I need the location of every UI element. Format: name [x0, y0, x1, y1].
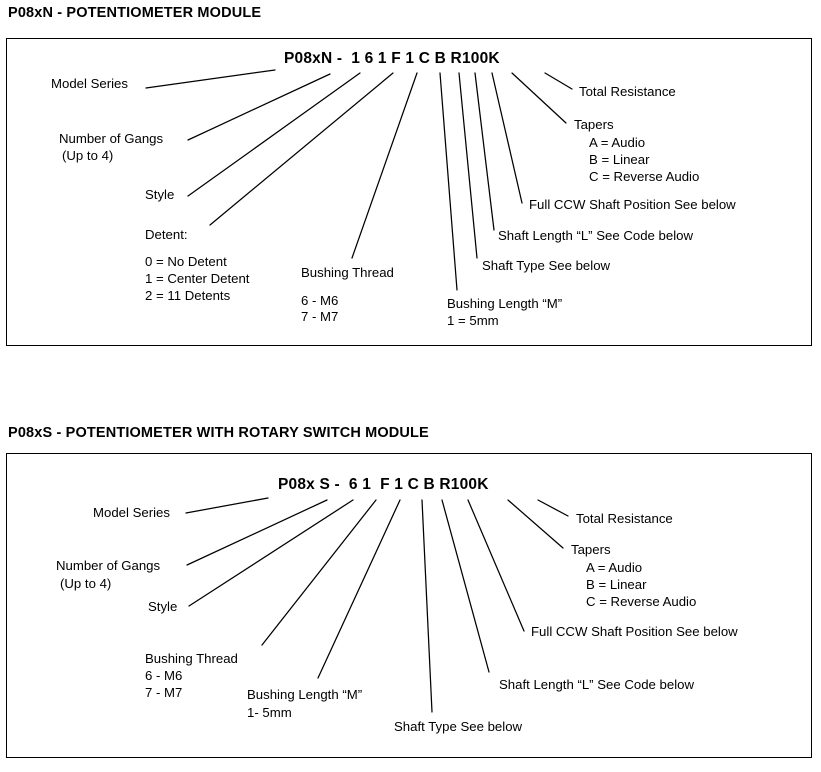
label-style-1: Style	[145, 187, 175, 202]
label-bushing-thread-2: Bushing Thread	[145, 651, 238, 666]
label-tapers-heading-1: Tapers	[574, 117, 614, 132]
label-total-resistance-1: Total Resistance	[579, 84, 676, 99]
label-taper-c-2: C = Reverse Audio	[586, 594, 697, 609]
label-bushing-thread-1: Bushing Thread	[301, 265, 394, 280]
label-total-resistance-2: Total Resistance	[576, 511, 673, 526]
label-number-of-gangs-sub-2: (Up to 4)	[60, 576, 112, 591]
label-taper-a-1: A = Audio	[589, 135, 646, 150]
section-title-potentiometer-with-rotary-switch-module: P08xS - POTENTIOMETER WITH ROTARY SWITCH…	[8, 425, 429, 441]
label-full-ccw-shaft-position-1: Full CCW Shaft Position See below	[529, 197, 736, 212]
label-model-series-2: Model Series	[93, 505, 170, 520]
label-shaft-length-1: Shaft Length “L” See Code below	[498, 228, 694, 243]
part-number-string-potentiometer-module: P08xN - 1 6 1 F 1 C B R100K	[284, 50, 500, 67]
section-title-potentiometer-module: P08xN - POTENTIOMETER MODULE	[8, 5, 262, 21]
label-taper-c-1: C = Reverse Audio	[589, 169, 700, 184]
label-taper-b-2: B = Linear	[586, 577, 647, 592]
label-bushing-length-2: Bushing Length “M”	[247, 687, 363, 702]
label-model-series-1: Model Series	[51, 76, 128, 91]
label-shaft-type-1: Shaft Type See below	[482, 258, 611, 273]
label-bushing-length-1: Bushing Length “M”	[447, 296, 563, 311]
label-shaft-length-2: Shaft Length “L” See Code below	[499, 677, 695, 692]
label-detent-heading-1: Detent:	[145, 227, 188, 242]
label-style-2: Style	[148, 599, 178, 614]
label-taper-a-2: A = Audio	[586, 560, 643, 575]
label-taper-b-1: B = Linear	[589, 152, 650, 167]
part-number-string-potentiometer-with-rotary-switch-module: P08x S - 6 1 F 1 C B R100K	[278, 476, 489, 493]
label-bushing-thread-m7-2: 7 - M7	[145, 685, 183, 700]
label-bushing-thread-m7-1: 7 - M7	[301, 309, 339, 324]
label-detent-option-1: 1 = Center Detent	[145, 271, 250, 286]
label-detent-option-2: 2 = 11 Detents	[145, 288, 231, 303]
label-bushing-thread-m6-1: 6 - M6	[301, 293, 339, 308]
label-number-of-gangs-1: Number of Gangs	[59, 131, 164, 146]
label-full-ccw-shaft-position-2: Full CCW Shaft Position See below	[531, 624, 738, 639]
label-bushing-thread-m6-2: 6 - M6	[145, 668, 183, 683]
label-number-of-gangs-2: Number of Gangs	[56, 558, 161, 573]
label-tapers-heading-2: Tapers	[571, 542, 611, 557]
label-detent-option-0: 0 = No Detent	[145, 254, 227, 269]
label-bushing-length-value-1: 1 = 5mm	[447, 313, 499, 328]
diagram-box-potentiometer-with-rotary-switch-module	[6, 453, 812, 758]
label-bushing-length-value-2: 1- 5mm	[247, 705, 292, 720]
label-number-of-gangs-sub-1: (Up to 4)	[62, 148, 114, 163]
label-shaft-type-2: Shaft Type See below	[394, 719, 523, 734]
